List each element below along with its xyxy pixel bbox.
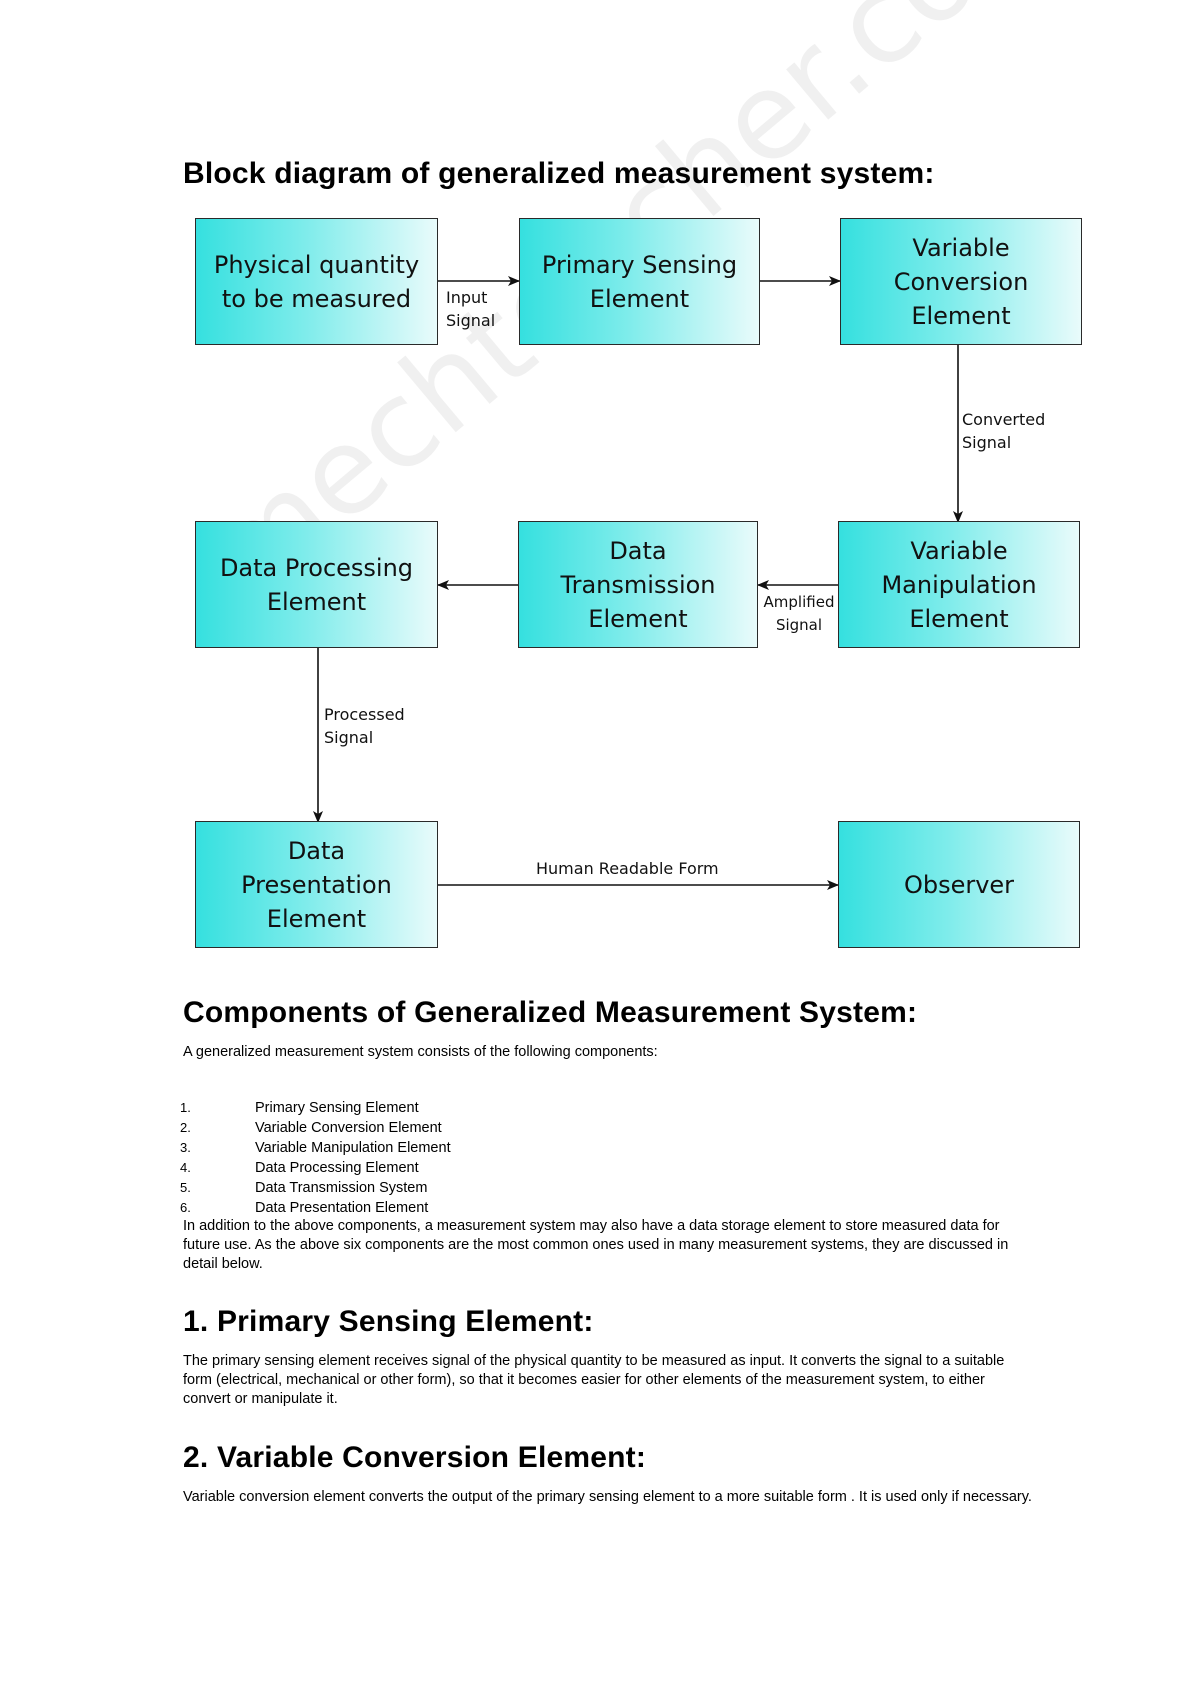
list-item: 5.Data Transmission System	[180, 1180, 428, 1196]
components-list: 1.Primary Sensing Element 2.Variable Con…	[180, 1098, 451, 1218]
block-primary-sensing-element: Primary Sensing Element	[519, 218, 760, 345]
list-item: 2.Variable Conversion Element	[180, 1120, 442, 1136]
section1-heading: 1. Primary Sensing Element:	[183, 1305, 594, 1338]
label-amplified-signal: Amplified Signal	[763, 593, 835, 634]
block-observer: Observer	[838, 821, 1080, 948]
block-data-presentation-element: Data Presentation Element	[195, 821, 438, 948]
section1-body: The primary sensing element receives sig…	[183, 1353, 1005, 1407]
intro-text: A generalized measurement system consist…	[183, 1044, 658, 1060]
block-data-transmission-element: Data Transmission Element	[518, 521, 758, 648]
label-processed-signal: Processed Signal	[324, 705, 405, 747]
section2-heading: 2. Variable Conversion Element:	[183, 1441, 647, 1474]
list-item: 1.Primary Sensing Element	[180, 1100, 419, 1116]
label-converted-signal: Converted Signal	[962, 410, 1046, 452]
diagram-arrows	[313, 276, 963, 890]
label-input-signal: Input Signal	[446, 288, 496, 330]
addition-paragraph: In addition to the above components, a m…	[183, 1218, 1009, 1272]
block-physical-quantity: Physical quantity to be measured	[195, 218, 438, 345]
block-data-processing-element: Data Processing Element	[195, 521, 438, 648]
block-variable-manipulation-element: Variable Manipulation Element	[838, 521, 1080, 648]
block-diagram: mechteacher.com Physical quantity to be …	[180, 0, 1093, 948]
label-human-readable-form: Human Readable Form	[536, 859, 719, 878]
diagram-heading: Block diagram of generalized measurement…	[183, 157, 935, 190]
list-item: 4.Data Processing Element	[180, 1160, 419, 1176]
section2-body: Variable conversion element converts the…	[183, 1489, 1032, 1505]
components-heading: Components of Generalized Measurement Sy…	[183, 996, 918, 1029]
list-item: 3.Variable Manipulation Element	[180, 1140, 451, 1156]
list-item: 6.Data Presentation Element	[180, 1200, 429, 1216]
block-variable-conversion-element: Variable Conversion Element	[840, 218, 1082, 345]
